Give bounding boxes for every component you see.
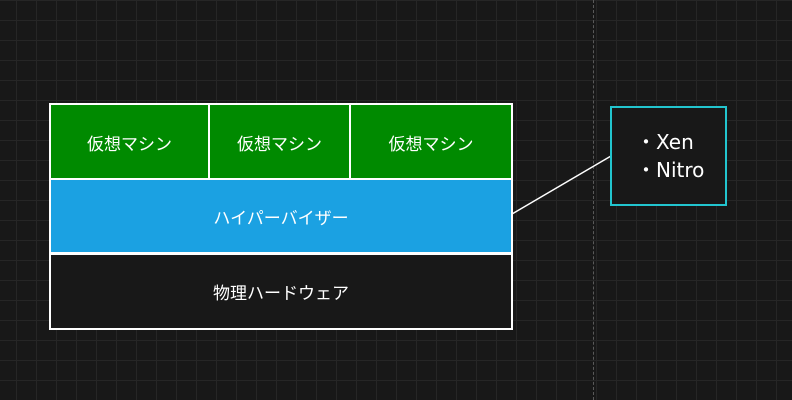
vm-label: 仮想マシン bbox=[388, 134, 474, 155]
callout-item-nitro: ・Nitro bbox=[636, 158, 705, 182]
vm-block-1[interactable]: 仮想マシン bbox=[49, 103, 210, 181]
page-guide-line bbox=[593, 0, 594, 400]
connector-line bbox=[511, 155, 612, 215]
vm-label: 仮想マシン bbox=[237, 134, 322, 155]
hardware-label: 物理ハードウェア bbox=[213, 284, 349, 304]
hypervisor-block[interactable]: ハイパーバイザー bbox=[49, 178, 513, 254]
callout-item-xen: ・Xen bbox=[636, 130, 694, 154]
vm-label: 仮想マシン bbox=[87, 134, 172, 155]
vm-block-2[interactable]: 仮想マシン bbox=[208, 103, 351, 181]
vm-block-3[interactable]: 仮想マシン bbox=[349, 103, 513, 181]
hypervisor-examples-callout[interactable]: ・Xen ・Nitro bbox=[610, 106, 727, 206]
hardware-block[interactable]: 物理ハードウェア bbox=[49, 253, 513, 330]
hypervisor-label: ハイパーバイザー bbox=[213, 208, 349, 229]
